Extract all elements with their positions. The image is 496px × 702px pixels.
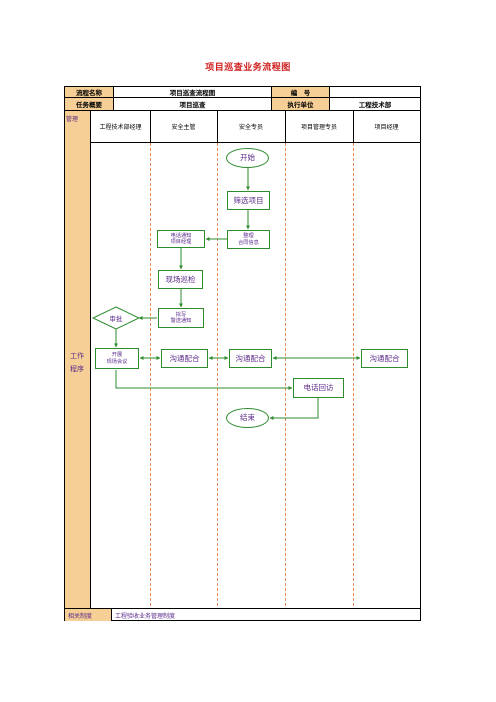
corner-label: 管理 [66,116,79,123]
lane-header-project-manager: 项目经理 [374,124,399,131]
site-meeting-node: 开展 现场会议 [95,348,139,369]
work-procedure-label: 工作程序 [70,352,84,373]
footer-label: 相关制度 [68,613,93,620]
screen-project-node: 筛选项目 [227,191,270,210]
phone-followup-node: 电话回访 [293,378,344,398]
approve-node-label: 审批 [109,315,123,323]
page-title: 项目巡查业务流程图 [205,63,291,73]
side-label-column [65,111,90,608]
flowchart-frame [64,111,421,621]
process-name-label: 流程名称 [64,86,114,98]
organize-contract-node: 整理 合同信息 [227,230,270,249]
site-inspection-node: 现场巡检 [158,270,203,289]
exec-unit-label: 执行单位 [272,98,330,111]
communicate-node-1: 沟通配合 [161,349,208,368]
task-label: 任务概要 [64,98,114,111]
number-value [330,86,421,98]
communicate-node-3: 沟通配合 [361,349,408,368]
lane-header-pm-specialist: 项目管理专员 [300,124,337,131]
lane-header-safety-supervisor: 安全主管 [171,124,196,131]
lane-header-safety-specialist: 安全专员 [238,124,263,131]
process-name-value: 项目巡查流程图 [114,86,272,98]
number-label: 编 号 [272,86,330,98]
footer-value: 工程验收业务管理制度 [115,613,176,620]
lane-header-engineering-manager: 工程技术部经理 [99,124,142,131]
draft-notice-node: 拟写 警送通知 [158,308,204,328]
communicate-node-2: 沟通配合 [229,349,272,368]
exec-unit-value: 工程技术部 [330,98,421,111]
start-node: 开始 [226,148,269,168]
end-node: 结束 [226,408,269,428]
task-value: 项目巡查 [114,98,272,111]
phone-notify-pm-node: 电话通知 项目经理 [157,230,205,248]
